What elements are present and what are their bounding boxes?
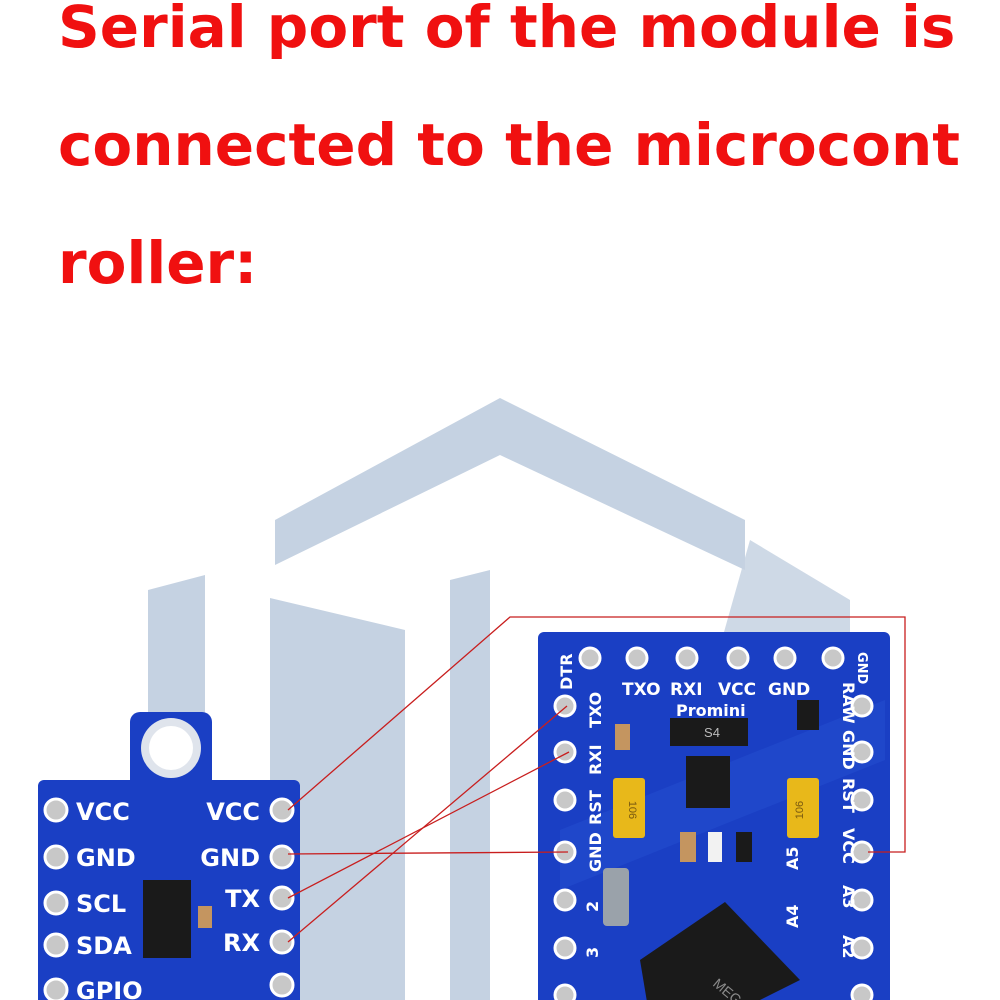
- board-right-pins: [850, 694, 874, 1000]
- board-name: Promini: [676, 701, 746, 720]
- label-pin-3: 3: [583, 947, 602, 958]
- crystal: [603, 868, 629, 926]
- label-left-rst: RST: [586, 790, 605, 825]
- label-pin-2: 2: [583, 901, 602, 912]
- module-right-pins: [269, 797, 295, 998]
- label-left-txo: TXO: [586, 692, 605, 728]
- board-left-pins: [553, 694, 577, 1000]
- headline: Serial port of the module is connected t…: [58, 0, 988, 322]
- module-left-pins: [43, 797, 69, 1000]
- tantalum-capacitor-left: [613, 778, 645, 838]
- pin-label-vcc-left: VCC: [76, 798, 130, 826]
- pin-label-gpio: GPIO: [76, 977, 143, 1000]
- label-left-gnd: GND: [586, 832, 605, 872]
- sensor-module: VCC GND SCL SDA GPIO VCC GND TX RX: [38, 712, 300, 1000]
- label-left-rxi: RXI: [586, 744, 605, 775]
- cap-code-left: 106: [626, 801, 638, 819]
- label-right-vcc: VCC: [839, 828, 858, 864]
- headline-line-2: connected to the microcont: [58, 111, 961, 179]
- wire-vcc: [287, 616, 906, 853]
- sensor-chip: [143, 880, 191, 958]
- headline-line-3: roller:: [58, 229, 258, 297]
- wire-tx: [287, 751, 570, 899]
- label-dtr: DTR: [557, 653, 576, 690]
- pin-label-gnd-right: GND: [200, 844, 260, 872]
- label-right-gnd: GND: [839, 730, 858, 770]
- label-raw: RAW: [839, 682, 858, 724]
- label-a2: A2: [839, 935, 858, 959]
- pin-label-sda: SDA: [76, 932, 132, 960]
- label-a4: A4: [783, 904, 802, 928]
- wire-rx: [287, 705, 568, 943]
- wire-gnd: [287, 851, 569, 855]
- mcu-chip: MEG: [640, 902, 800, 1000]
- headline-line-1: Serial port of the module is: [58, 0, 956, 61]
- cap-code-right: 106: [794, 801, 806, 819]
- label-top-vcc: VCC: [718, 680, 756, 700]
- label-corner-gnd: GND: [854, 652, 869, 685]
- regulator-code: S4: [704, 725, 720, 740]
- label-a5: A5: [783, 846, 802, 870]
- label-right-rst: RST: [839, 778, 858, 813]
- regulator-chip: [670, 718, 748, 746]
- label-top-rxi: RXI: [670, 680, 703, 700]
- board-top-pins: [578, 646, 845, 670]
- pro-mini-board: 106 106 S4 MEG TXO RXI VCC GND Promini D…: [538, 632, 890, 1000]
- pin-label-scl: SCL: [76, 890, 126, 918]
- tantalum-capacitor-right: [787, 778, 819, 838]
- label-a3: A3: [839, 885, 858, 909]
- pin-label-tx: TX: [225, 885, 260, 913]
- label-top-gnd: GND: [768, 680, 810, 700]
- pin-label-vcc-right: VCC: [206, 798, 260, 826]
- pin-label-gnd-left: GND: [76, 844, 136, 872]
- label-top-txo: TXO: [622, 680, 661, 700]
- connector-lines: [287, 616, 906, 943]
- pin-label-rx: RX: [223, 929, 260, 957]
- smd-capacitor: [615, 724, 630, 750]
